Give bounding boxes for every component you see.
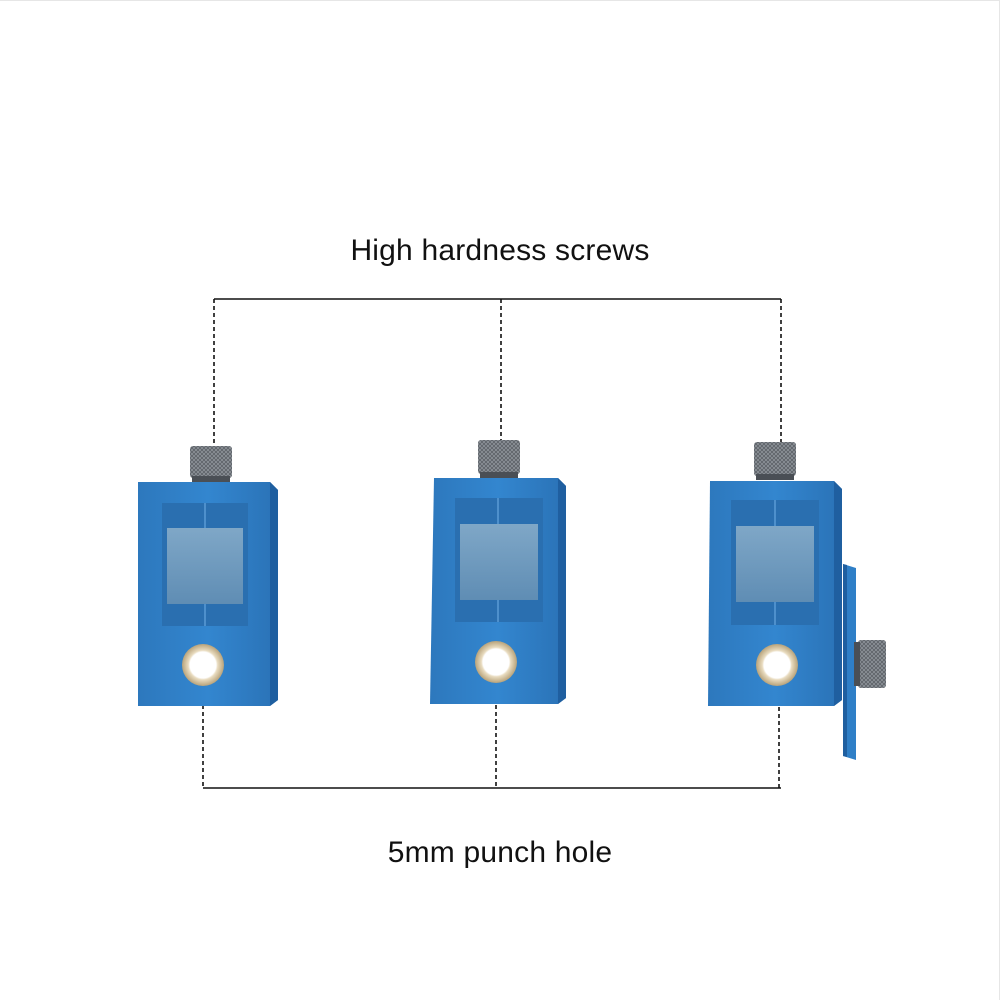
punch-hole-icon [756, 644, 798, 686]
knurled-screw-icon [754, 442, 796, 480]
punch-hole-icon [475, 641, 517, 683]
knurled-screw-icon [854, 640, 886, 688]
jig-block-right [708, 442, 886, 760]
jig-block-left [138, 446, 278, 706]
top-border [0, 0, 1000, 1]
jig-block-middle [430, 440, 566, 704]
callout-hole-label: 5mm punch hole [387, 836, 613, 869]
knurled-screw-icon [478, 440, 520, 478]
callout-screws-label: High hardness screws [350, 234, 650, 267]
knurled-screw-icon [190, 446, 232, 482]
screws-leader [213, 298, 782, 448]
punch-hole-icon [182, 644, 224, 686]
